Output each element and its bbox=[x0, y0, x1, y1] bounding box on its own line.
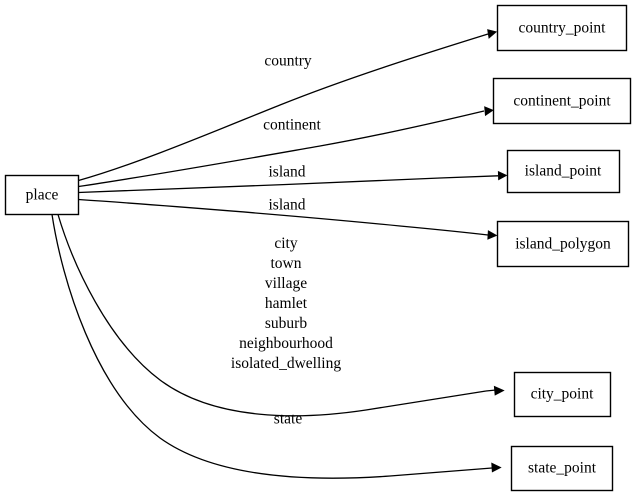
node-city-point-label: city_point bbox=[531, 386, 595, 403]
edge-label-country: country bbox=[264, 53, 312, 70]
node-country-point[interactable]: country_point bbox=[496, 4, 628, 52]
edge-label-city-line-1: town bbox=[271, 255, 302, 272]
node-country-point-label: country_point bbox=[519, 20, 607, 37]
arrowhead-icon bbox=[487, 29, 498, 39]
edge-label-city-line-5: neighbourhood bbox=[239, 335, 333, 352]
node-continent-point-label: continent_point bbox=[513, 93, 611, 110]
edge-label-continent: continent bbox=[263, 117, 321, 134]
arrowhead-icon bbox=[487, 230, 498, 240]
node-island-point-label: island_point bbox=[525, 163, 602, 180]
arrowhead-icon bbox=[493, 385, 505, 396]
arrowhead-icon bbox=[491, 462, 502, 473]
edge-place-to-island-point bbox=[78, 170, 508, 194]
edge-label-island-polygon: island bbox=[268, 197, 305, 214]
edge-label-state: state bbox=[274, 411, 303, 428]
node-city-point-box[interactable] bbox=[513, 371, 612, 418]
edge-line-arrowtail bbox=[485, 389, 497, 392]
edge-label-city-group: city town village hamlet suburb neighbou… bbox=[231, 235, 341, 372]
edge-place-to-island-polygon bbox=[78, 198, 498, 240]
edge-label-city-line-3: hamlet bbox=[265, 295, 308, 312]
edge-line bbox=[78, 175, 499, 194]
node-island-polygon-box[interactable] bbox=[496, 220, 630, 268]
edge-place-to-country-point bbox=[78, 29, 498, 182]
edge-label-city-line-0: city bbox=[274, 235, 297, 252]
node-island-point-box[interactable] bbox=[506, 149, 621, 194]
node-state-point-box[interactable] bbox=[510, 445, 614, 492]
node-place[interactable]: place bbox=[4, 174, 80, 216]
edge-line bbox=[78, 110, 485, 188]
node-place-label: place bbox=[26, 187, 59, 204]
node-place-box[interactable] bbox=[4, 174, 80, 216]
node-state-point[interactable]: state_point bbox=[510, 445, 614, 492]
node-island-polygon[interactable]: island_polygon bbox=[496, 220, 630, 268]
node-country-point-box[interactable] bbox=[496, 4, 628, 52]
arrowhead-icon bbox=[497, 170, 508, 181]
node-continent-point[interactable]: continent_point bbox=[492, 77, 632, 125]
node-state-point-label: state_point bbox=[528, 460, 597, 477]
node-city-point[interactable]: city_point bbox=[513, 371, 612, 418]
edge-place-to-continent-point bbox=[78, 106, 494, 188]
edge-place-to-state-point bbox=[51, 214, 502, 479]
edge-label-island-point: island bbox=[268, 164, 305, 181]
edge-line bbox=[51, 214, 493, 479]
edge-line bbox=[78, 33, 489, 182]
arrowhead-icon bbox=[484, 106, 494, 117]
edge-line bbox=[57, 214, 487, 417]
node-continent-point-box[interactable] bbox=[492, 77, 632, 125]
edge-line bbox=[78, 198, 489, 236]
edge-place-to-city-point bbox=[57, 214, 505, 417]
node-island-point[interactable]: island_point bbox=[506, 149, 621, 194]
edge-label-city-line-6: isolated_dwelling bbox=[231, 355, 341, 372]
edge-label-city-line-4: suburb bbox=[265, 315, 307, 332]
node-island-polygon-label: island_polygon bbox=[515, 236, 611, 253]
edge-label-city-line-2: village bbox=[265, 275, 307, 292]
